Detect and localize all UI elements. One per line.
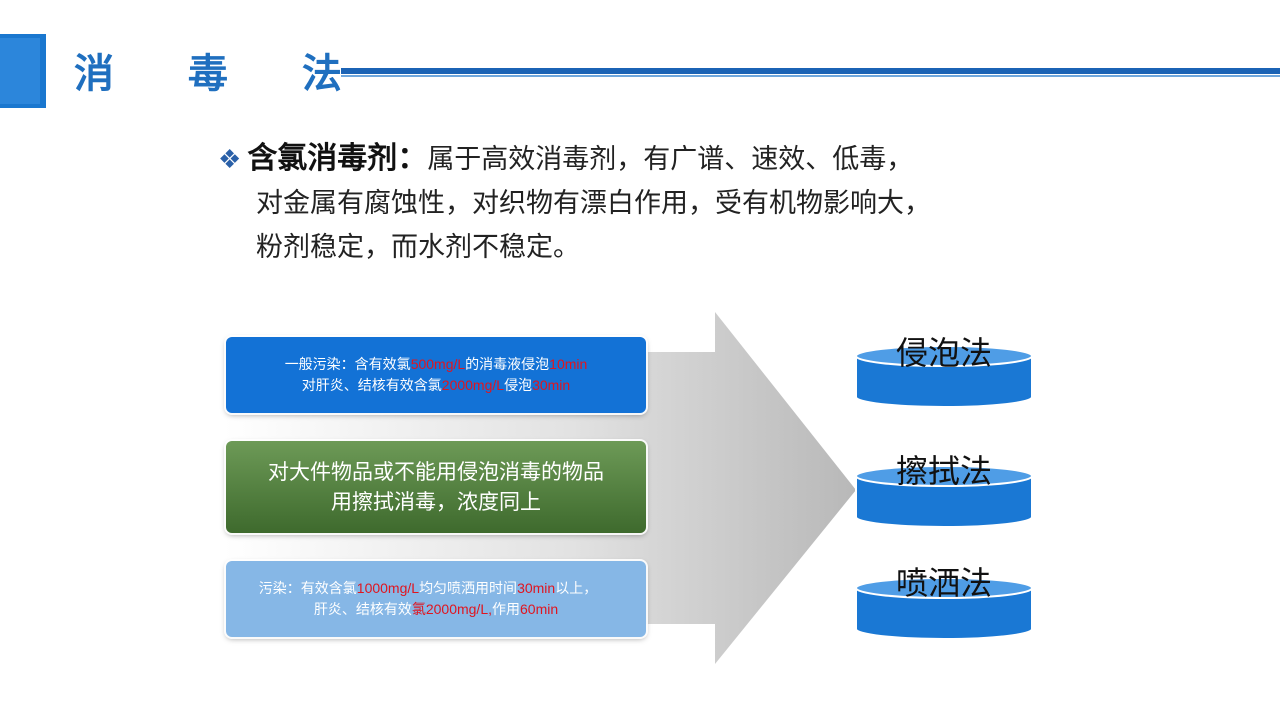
bullet-line-1: ❖含氯消毒剂：属于高效消毒剂，有广谱、速效、低毒， (218, 137, 1058, 182)
method-description-box-wiping: 对大件物品或不能用侵泡消毒的物品 用擦拭消毒，浓度同上 (226, 441, 646, 533)
box3-line2: 肝炎、结核有效氯2000mg/L,作用60min (313, 601, 559, 618)
method-label-spraying: 喷洒法 (895, 564, 992, 602)
header-accent-block-inner (0, 38, 40, 104)
box1-line2: 对肝炎、结核有效含氯2000mg/L侵泡30min (301, 377, 571, 394)
box2-line1: 对大件物品或不能用侵泡消毒的物品 (268, 460, 604, 484)
cylinder-immersion (855, 345, 1033, 408)
box3-line1: 污染：有效含氯1000mg/L均匀喷洒用时间30min以上， (258, 580, 598, 597)
bullet-line-3: 粉剂稳定，而水剂不稳定。 (256, 232, 580, 263)
page-title: 消 毒 法 (74, 51, 372, 97)
diamond-bullet-icon: ❖ (218, 145, 242, 175)
title-divider-shadow (341, 75, 1280, 77)
bullet-paragraph: ❖含氯消毒剂：属于高效消毒剂，有广谱、速效、低毒， 对金属有腐蚀性，对织物有漂白… (218, 137, 1058, 270)
cylinder-wiping (855, 465, 1033, 528)
bullet-colon: ： (397, 141, 428, 176)
method-description-box-spraying: 污染：有效含氯1000mg/L均匀喷洒用时间30min以上， 肝炎、结核有效氯2… (226, 561, 646, 637)
box2-line2: 用擦拭消毒，浓度同上 (331, 490, 541, 514)
cylinder-spraying (855, 577, 1033, 640)
bullet-text-line1: 属于高效消毒剂，有广谱、速效、低毒， (427, 144, 914, 175)
method-label-immersion: 侵泡法 (895, 334, 992, 372)
box1-line1: 一般污染：含有效氯500mg/L的消毒液侵泡10min (284, 356, 588, 373)
method-label-wiping: 擦拭法 (895, 452, 992, 490)
bullet-line-2: 对金属有腐蚀性，对织物有漂白作用，受有机物影响大， (256, 188, 931, 219)
bullet-term: 含氯消毒剂 (247, 141, 398, 176)
method-description-box-immersion: 一般污染：含有效氯500mg/L的消毒液侵泡10min 对肝炎、结核有效含氯20… (226, 337, 646, 413)
title-divider (341, 68, 1280, 74)
